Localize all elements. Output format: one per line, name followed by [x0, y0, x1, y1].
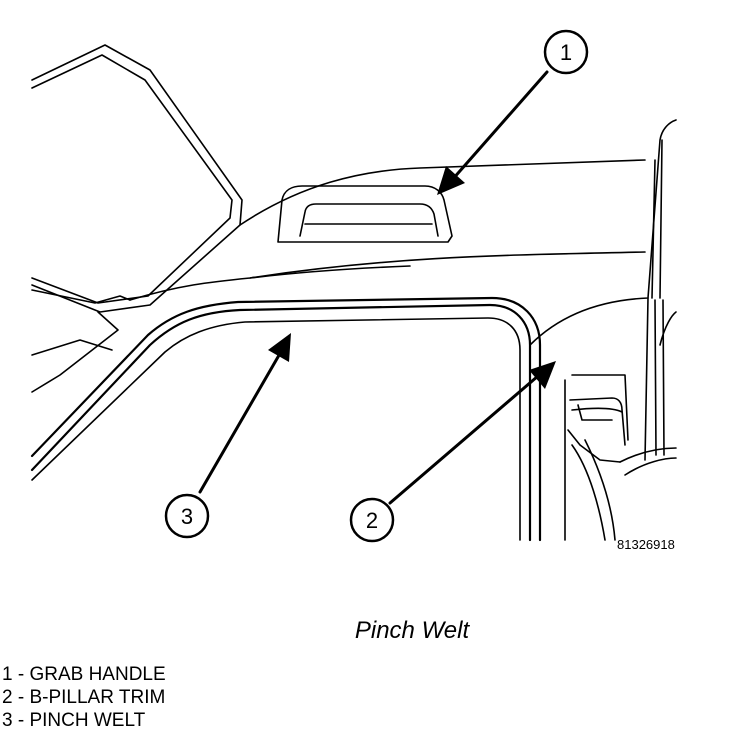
headliner — [129, 159, 646, 301]
callout-3: 3 — [164, 493, 210, 539]
callout-2: 2 — [349, 497, 395, 543]
windshield-frame — [31, 44, 243, 393]
seat-belt-drawing — [564, 374, 677, 541]
b-pillar-trim-drawing — [529, 119, 677, 461]
legend-item-b-pillar-trim: 2 - B-PILLAR TRIM — [2, 687, 166, 708]
figure-id-number: 81326918 — [617, 537, 675, 552]
vehicle-interior-illustration: 1 3 2 — [30, 29, 677, 543]
callout-2-number: 2 — [366, 508, 378, 533]
callout-1-number: 1 — [560, 40, 572, 65]
callout-1: 1 — [543, 29, 589, 75]
pinch-welt-drawing — [30, 296, 542, 542]
parts-legend: 1 - GRAB HANDLE 2 - B-PILLAR TRIM 3 - PI… — [2, 663, 166, 732]
grab-handle-drawing — [277, 185, 453, 243]
legend-item-grab-handle: 1 - GRAB HANDLE — [2, 664, 166, 685]
callout-3-number: 3 — [181, 504, 193, 529]
legend-item-pinch-welt: 3 - PINCH WELT — [2, 710, 146, 731]
leader-arrows — [198, 70, 556, 505]
figure-caption: Pinch Welt — [354, 617, 470, 644]
